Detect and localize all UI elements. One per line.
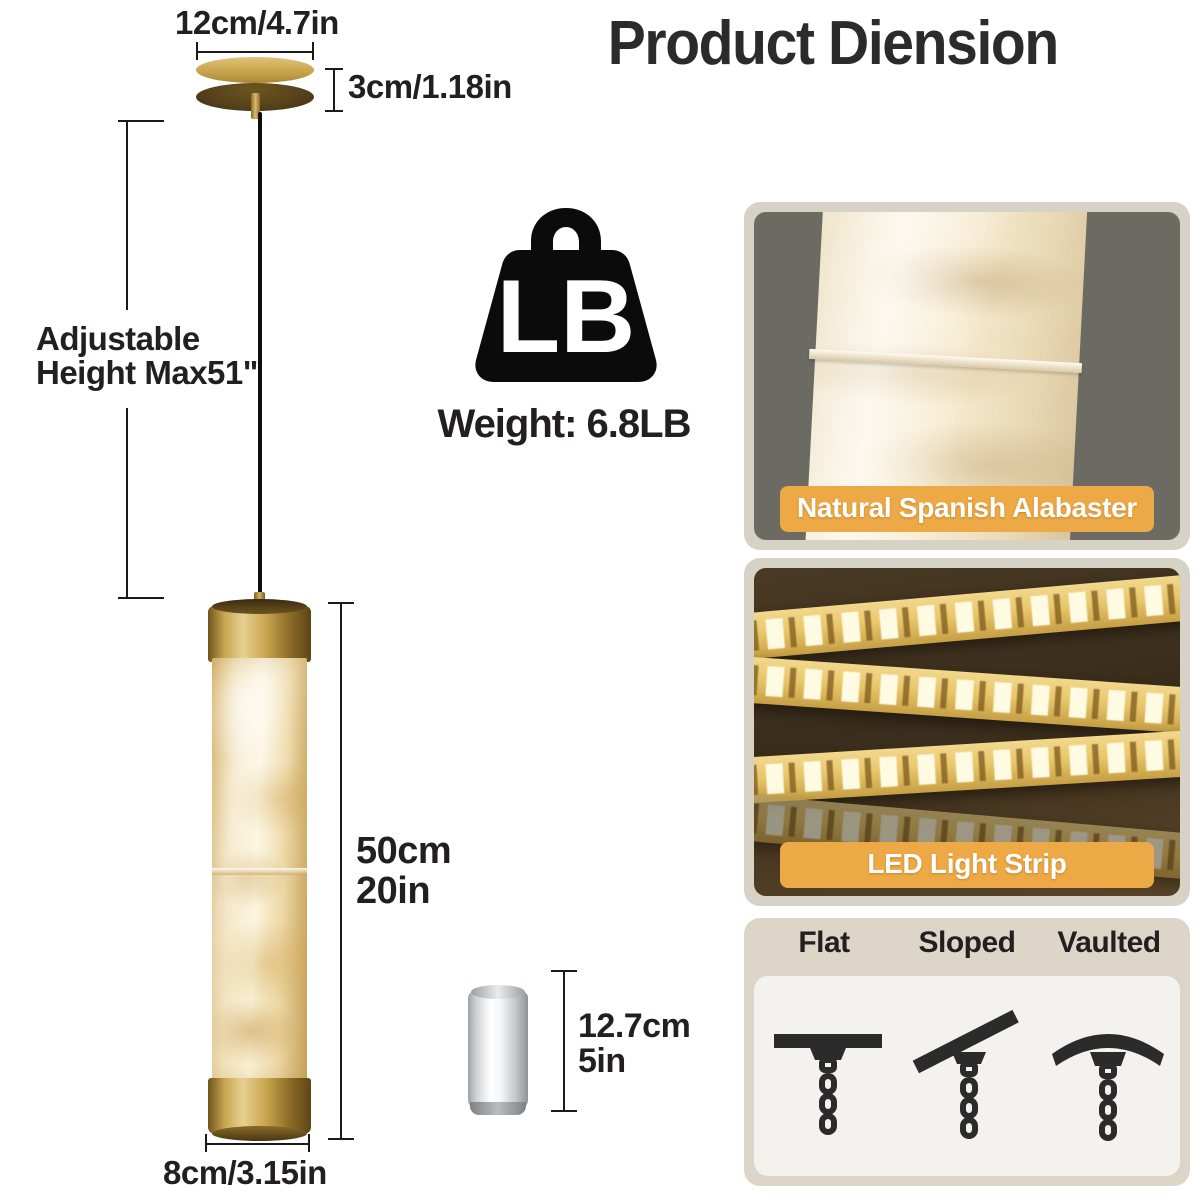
hanging-cord	[258, 112, 262, 604]
canopy-width-label: 12cm/4.7in	[175, 4, 339, 41]
ceiling-type-vaulted	[1038, 990, 1178, 1162]
vaulted-ceiling-icon	[1052, 1034, 1164, 1141]
can-body	[468, 991, 528, 1109]
led-strip-band	[754, 573, 1180, 661]
lamp-brass-base	[208, 1078, 311, 1141]
canopy-top-face	[196, 57, 314, 83]
ceiling-type-sloped	[898, 990, 1038, 1162]
adjustable-height-label: Adjustable Height Max51"	[36, 320, 258, 392]
ceiling-type-label-flat: Flat	[798, 926, 850, 959]
canopy-width-rule	[196, 51, 314, 53]
weight-lb-icon: LB	[475, 208, 657, 382]
sloped-ceiling-icon	[912, 1009, 1019, 1139]
shade-height-tick-top	[328, 602, 354, 604]
alabaster-badge: Natural Spanish Alabaster	[779, 486, 1155, 532]
led-diodes	[754, 737, 1180, 797]
canopy-connector	[251, 93, 260, 119]
led-diodes	[754, 663, 1180, 727]
can-height-label: 12.7cm 5in	[578, 1007, 691, 1081]
alabaster-panel: Natural Spanish Alabaster	[744, 202, 1190, 550]
can-height-rule	[563, 970, 565, 1112]
shade-height-tick-bottom	[328, 1138, 354, 1140]
shade-height-rule	[340, 602, 342, 1140]
led-badge: LED Light Strip	[779, 842, 1155, 888]
canopy-height-rule	[333, 68, 335, 112]
lamp-brass-cap	[208, 599, 311, 662]
adjustable-tick-bottom	[118, 597, 164, 599]
ceiling-types-header: Flat Sloped Vaulted	[744, 918, 1190, 980]
led-diodes	[754, 581, 1180, 653]
shade-width-tick-left	[205, 1134, 207, 1152]
soda-can-reference	[468, 985, 528, 1115]
canopy-height-tick-bottom	[325, 110, 343, 112]
adjustable-tick-top	[118, 120, 164, 122]
ceiling-type-label-vaulted: Vaulted	[1057, 926, 1161, 959]
led-strip-band	[754, 655, 1180, 735]
pendant-lamp	[208, 592, 311, 1141]
canopy-width-tick-right	[312, 42, 314, 60]
ceiling-type-flat	[758, 990, 898, 1162]
ceiling-types-panel: Flat Sloped Vaulted	[744, 918, 1190, 1186]
alabaster-seam	[212, 868, 307, 875]
adjustable-rule-lower	[126, 408, 128, 598]
shade-height-label: 50cm 20in	[356, 830, 452, 912]
canopy-height-label: 3cm/1.18in	[348, 68, 512, 105]
alabaster-photo: Natural Spanish Alabaster	[754, 212, 1180, 540]
can-lid	[471, 985, 525, 999]
ceiling-canopy	[196, 57, 314, 119]
canopy-height-tick-top	[325, 68, 343, 70]
canopy-width-tick-left	[196, 42, 198, 60]
led-strip-band	[754, 729, 1180, 805]
shade-width-label: 8cm/3.15in	[163, 1154, 327, 1191]
ceiling-type-label-sloped: Sloped	[918, 926, 1016, 959]
weight-block: LB Weight: 6.8LB	[432, 206, 700, 466]
flat-ceiling-icon	[774, 1034, 882, 1135]
can-height-tick-bottom	[551, 1110, 577, 1112]
ceiling-types-body	[754, 976, 1180, 1176]
shade-width-tick-right	[308, 1134, 310, 1152]
led-strip-photo: LED Light Strip	[754, 568, 1180, 896]
shade-width-rule	[205, 1143, 310, 1145]
led-strip-panel: LED Light Strip	[744, 558, 1190, 906]
svg-text:LB: LB	[497, 259, 636, 375]
adjustable-rule-upper	[126, 120, 128, 310]
can-bottom	[470, 1102, 526, 1115]
can-height-tick-top	[551, 970, 577, 972]
weight-label: Weight: 6.8LB	[437, 402, 692, 446]
page-title: Product Diension	[607, 9, 1060, 78]
